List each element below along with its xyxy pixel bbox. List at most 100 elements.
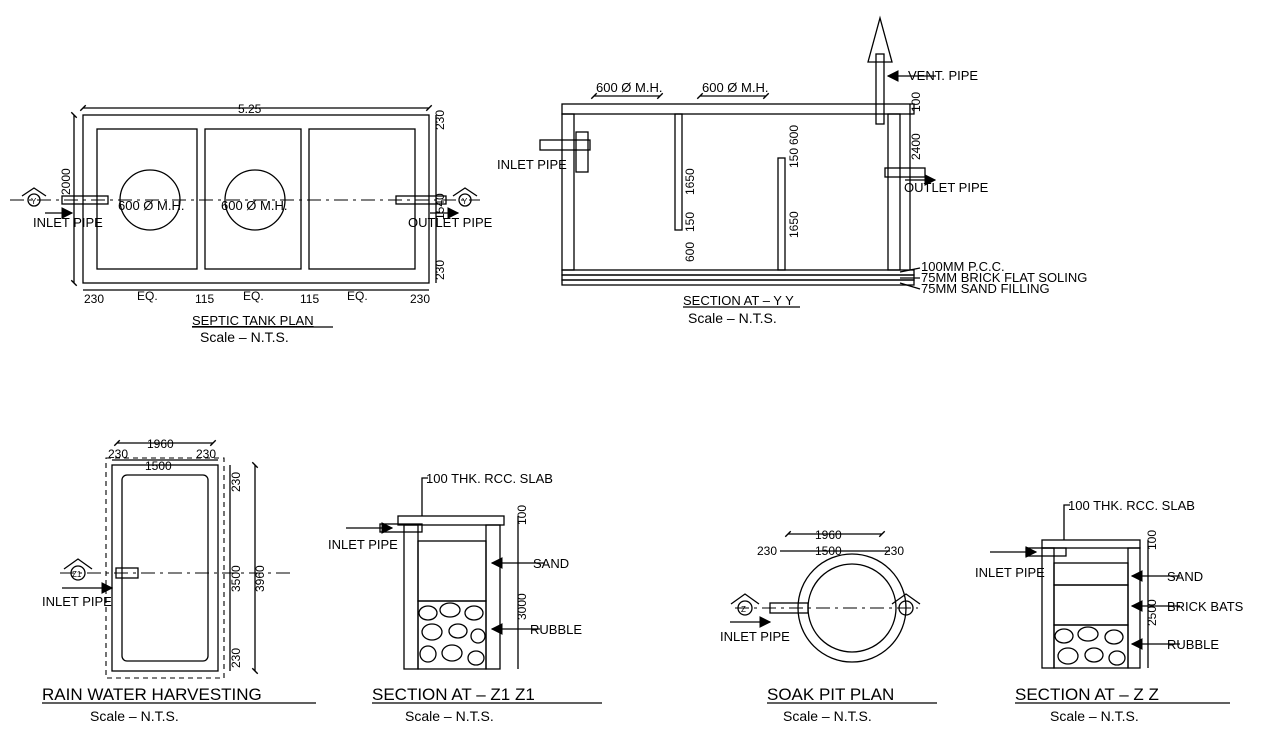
- soak-dim-right: 230: [884, 544, 904, 558]
- yy-outlet-label: OUTLET PIPE: [904, 180, 989, 195]
- soak-scale: Scale – N.T.S.: [783, 708, 872, 724]
- rwh-title: RAIN WATER HARVESTING: [42, 685, 262, 704]
- septic-plan-scale: Scale – N.T.S.: [200, 329, 289, 345]
- layer-pcc: 100MM P.C.C.: [921, 259, 1005, 274]
- dim-left-wall: 230: [84, 292, 104, 306]
- baffle-wall-2: [777, 157, 786, 271]
- rwh-dim-total: 3960: [253, 565, 267, 592]
- section-marker-right: Y: [452, 187, 478, 207]
- section-yy-scale: Scale – N.T.S.: [688, 310, 777, 326]
- rwh-dim-top: 230: [229, 472, 243, 492]
- soak-section-marker-left: Z: [730, 593, 760, 616]
- z1-left-wall: [403, 524, 419, 670]
- baffle-wall-1: [674, 113, 683, 231]
- soak-title: SOAK PIT PLAN: [767, 685, 894, 704]
- vent-cowl-icon: [867, 15, 893, 63]
- inlet-pipe: [61, 195, 109, 205]
- rwh-inlet-pipe: [115, 567, 139, 579]
- svg-text:Z: Z: [741, 605, 746, 614]
- inlet-label: INLET PIPE: [33, 215, 103, 230]
- vent-pipe: [875, 53, 885, 125]
- dim-height: 2400: [909, 133, 923, 160]
- zz-dim-slab: 100: [1145, 530, 1159, 550]
- right-wall: [887, 113, 901, 271]
- z1-dim-depth: 3000: [515, 593, 529, 620]
- z1-inlet-label: INLET PIPE: [328, 537, 398, 552]
- z1-dim-slab: 100: [515, 505, 529, 525]
- dim-overall-width: 2000: [59, 168, 73, 195]
- dim-gap-1: 600: [683, 242, 697, 262]
- dim-gap-1b: 150: [683, 212, 697, 232]
- dim-eq-3: EQ.: [347, 289, 368, 303]
- left-wall: [561, 113, 575, 271]
- soak-dim-width: 1960: [815, 528, 842, 542]
- dim-bottom: 230: [433, 260, 447, 280]
- soak-dim-inner: 1500: [815, 544, 842, 558]
- zz-rubble-label: RUBBLE: [1167, 637, 1219, 652]
- soak-inlet-pipe: [769, 602, 809, 614]
- chamber-3: [308, 128, 416, 270]
- brick-soling-layer: [561, 274, 915, 281]
- rain-water-harvesting: Z1 INLET PIPE 1960 230 1500 230 230 3500…: [42, 437, 316, 724]
- dim-right-wall: 230: [410, 292, 430, 306]
- dim-part-2: 115: [300, 292, 319, 306]
- layer-soling: 75MM BRICK FLAT SOLING: [921, 270, 1087, 285]
- layer-sand: 75MM SAND FILLING: [921, 281, 1050, 296]
- rwh-dim-width: 1960: [147, 437, 174, 451]
- z1-sand-label: SAND: [533, 556, 569, 571]
- septic-plan-title: SEPTIC TANK PLAN: [192, 313, 314, 328]
- section-yy: VENT. PIPE 600 Ø M.H. 600 Ø M.H. INLET P…: [497, 15, 1087, 326]
- soak-section-marker-right: [891, 593, 921, 616]
- rwh-dim-bottom: 230: [229, 648, 243, 668]
- pcc-layer: [561, 269, 915, 276]
- rwh-inlet-label: INLET PIPE: [42, 594, 112, 609]
- dim-baffle-1: 1650: [683, 168, 697, 195]
- outlet-label: OUTLET PIPE: [408, 215, 493, 230]
- dim-eq-2: EQ.: [243, 289, 264, 303]
- septic-tank-plan: Y Y 600 Ø M.H. 600 Ø M.H. INLET PIPE OUT…: [10, 102, 493, 345]
- z1-rubble-fill: [417, 600, 487, 670]
- soak-inlet-label: INLET PIPE: [720, 629, 790, 644]
- section-yy-title: SECTION AT – Y Y: [683, 293, 794, 308]
- dim-baffle-2: 1650: [787, 211, 801, 238]
- svg-text:Z1: Z1: [72, 570, 82, 579]
- z1-scale: Scale – N.T.S.: [405, 708, 494, 724]
- outlet-pipe-section: [884, 167, 926, 178]
- dim-gap-2: 600: [787, 125, 801, 145]
- zz-brick-bats-label: BRICK BATS: [1167, 599, 1244, 614]
- dim-part-1: 115: [195, 292, 214, 306]
- rwh-section-marker: Z1: [63, 558, 93, 581]
- dim-overall-length: 5.25: [238, 102, 262, 116]
- dim-gap-2b: 150: [787, 148, 801, 168]
- vent-label: VENT. PIPE: [908, 68, 978, 83]
- sand-filling-layer: [561, 279, 915, 286]
- zz-brick-bats-fill: [1053, 584, 1129, 626]
- chamber-2: [204, 128, 302, 270]
- zz-right-wall: [1127, 547, 1141, 669]
- z1-title: SECTION AT – Z1 Z1: [372, 685, 535, 704]
- z1-right-wall: [485, 524, 501, 670]
- rwh-dim-right: 230: [196, 447, 216, 461]
- rwh-wall: [111, 464, 219, 672]
- rwh-dim-left: 230: [108, 447, 128, 461]
- svg-text:Y: Y: [462, 197, 468, 206]
- z1-sand-fill: [417, 540, 487, 602]
- rwh-dim-inner: 1500: [145, 459, 172, 473]
- manhole-2-label: 600 Ø M.H.: [221, 198, 287, 213]
- zz-sand-fill: [1053, 562, 1129, 586]
- z1-rubble-label: RUBBLE: [530, 622, 582, 637]
- section-zz: INLET PIPE 100 THK. RCC. SLAB SAND BRICK…: [975, 498, 1244, 724]
- z1-slab: [397, 515, 505, 526]
- chamber-1: [96, 128, 198, 270]
- yy-manhole-1-label: 600 Ø M.H.: [596, 80, 662, 95]
- svg-text:Y: Y: [31, 197, 37, 206]
- yy-manhole-2-label: 600 Ø M.H.: [702, 80, 768, 95]
- dim-mid: 1540: [433, 193, 447, 220]
- soak-dim-left: 230: [757, 544, 777, 558]
- zz-scale: Scale – N.T.S.: [1050, 708, 1139, 724]
- manhole-1-label: 600 Ø M.H.: [118, 198, 184, 213]
- inlet-pipe-section: [539, 139, 591, 151]
- top-slab: [561, 103, 915, 115]
- dim-top: 230: [433, 110, 447, 130]
